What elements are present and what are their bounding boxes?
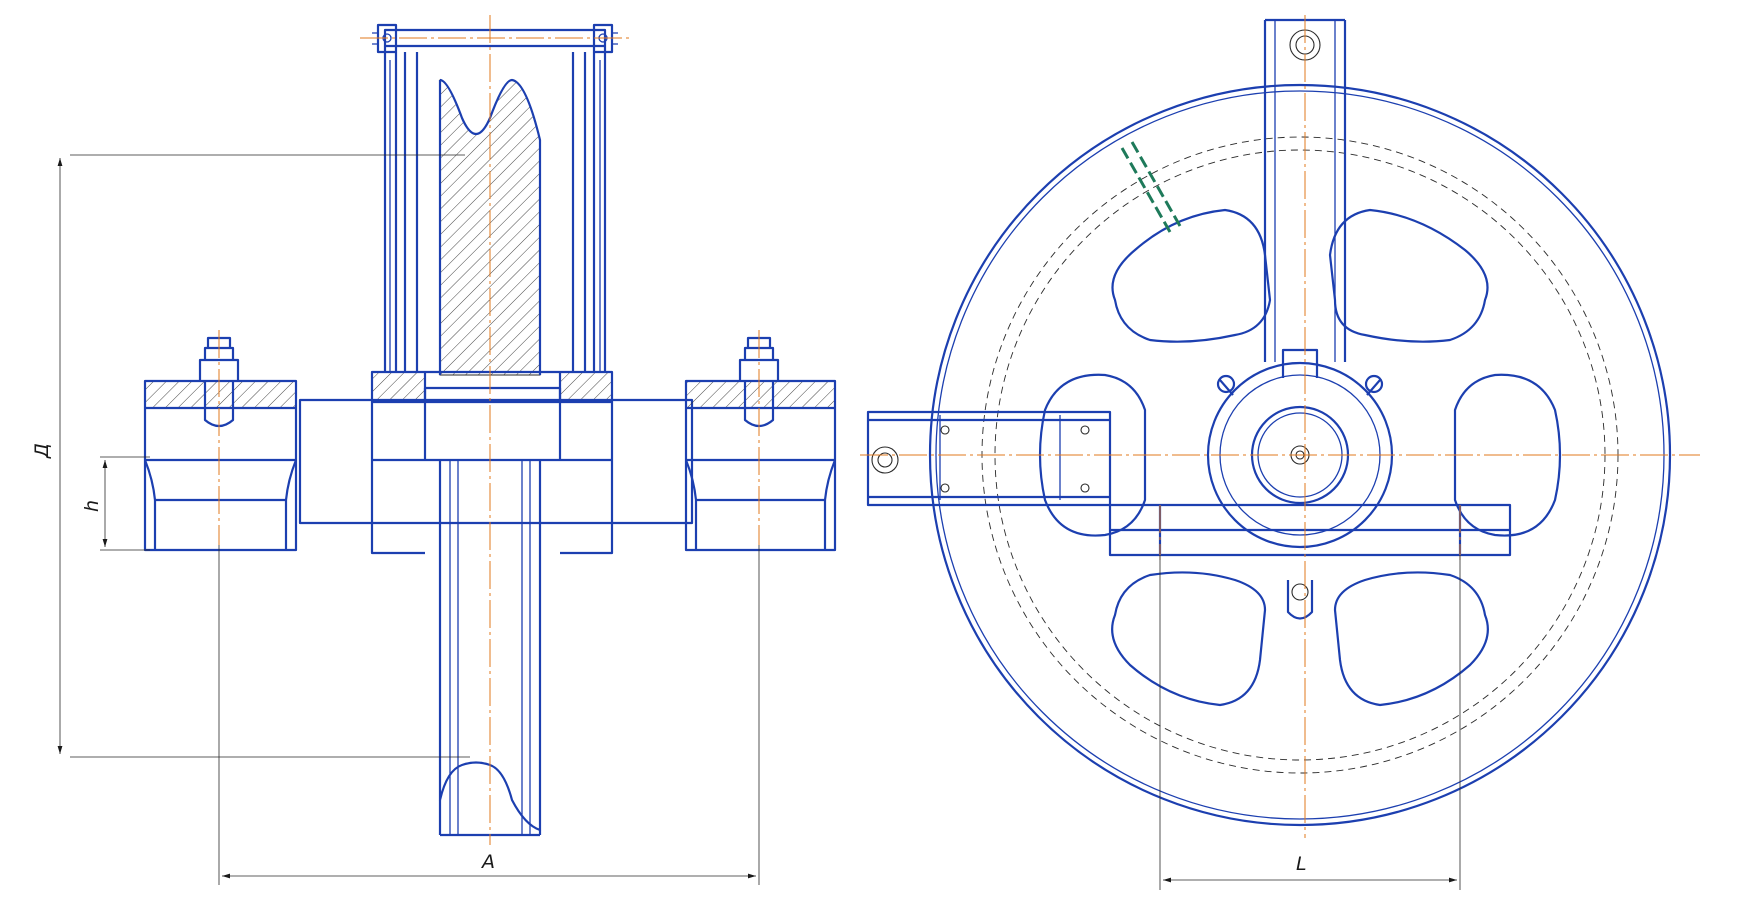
- base-label: L: [1296, 853, 1307, 875]
- side-nut-icon: [871, 446, 899, 474]
- block-cheek-plates: [383, 46, 607, 372]
- weld-mark: [1120, 141, 1182, 233]
- front-view: L: [860, 15, 1700, 890]
- diameter-label: Д: [31, 443, 53, 459]
- hub-blocks: [370, 370, 614, 404]
- side-section-view: Д h A: [31, 15, 837, 885]
- hub: [1206, 348, 1394, 549]
- wheel-rim: [928, 83, 1672, 827]
- right-bracket: [684, 336, 837, 552]
- left-bracket: [143, 336, 298, 552]
- spoke-openings: [1038, 208, 1562, 707]
- lower-lug: [1286, 580, 1314, 620]
- height-label: h: [81, 500, 103, 512]
- width-label: A: [480, 851, 495, 873]
- side-arm: [866, 410, 1112, 507]
- center-shaft: [298, 388, 694, 555]
- dimension-l: [1159, 555, 1461, 890]
- dimension-lines: [57, 154, 760, 885]
